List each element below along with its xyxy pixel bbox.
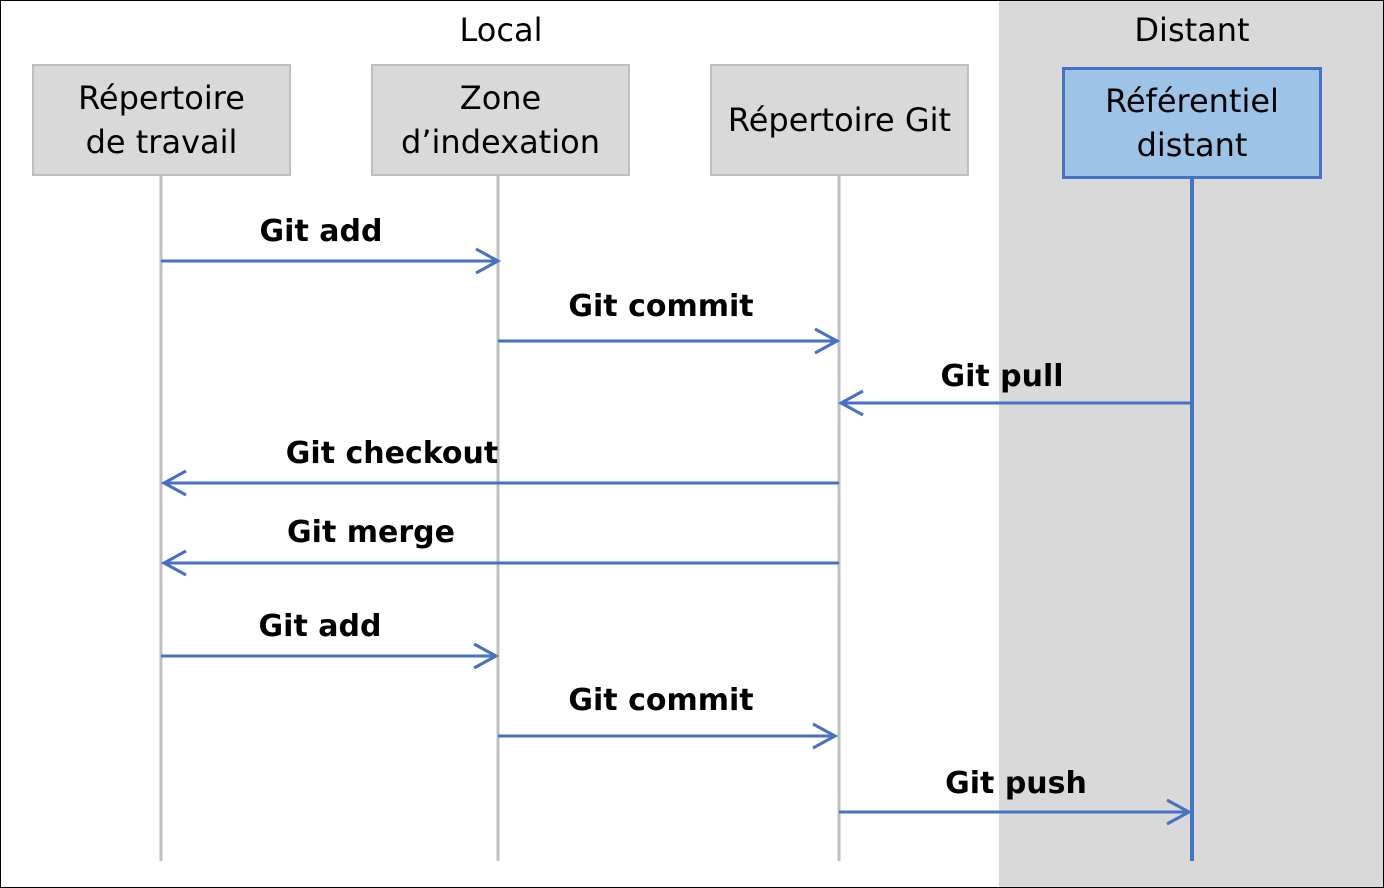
message-label: Git add: [260, 214, 383, 249]
participant-label: Référentiel distant: [1105, 82, 1279, 164]
participant-staging: Zone d’indexation: [371, 64, 630, 176]
message-label: Git merge: [287, 515, 455, 550]
message-arrow-head: [160, 549, 187, 577]
message-git-push: Git push: [839, 766, 1193, 826]
message-arrow-head: [160, 469, 187, 497]
message-label: Git add: [259, 609, 382, 644]
message-git-merge: Git merge: [160, 515, 839, 577]
participant-remote-repo: Référentiel distant: [1062, 67, 1322, 179]
message-arrow-head: [473, 642, 500, 670]
participant-working-dir: Répertoire de travail: [32, 64, 291, 176]
message-arrow-head: [837, 389, 864, 417]
participant-label: Répertoire Git: [727, 101, 952, 139]
participant-label: Répertoire de travail: [78, 79, 245, 161]
message-arrow-head: [814, 327, 841, 355]
message-git-add: Git add: [161, 214, 502, 275]
participant-git-dir: Répertoire Git: [710, 64, 969, 176]
message-label: Git checkout: [286, 436, 498, 471]
message-label: Git pull: [940, 359, 1063, 394]
message-label: Git push: [945, 766, 1087, 801]
message-label: Git commit: [568, 289, 753, 324]
remote-zone-label: Distant: [1134, 11, 1250, 49]
message-git-checkout: Git checkout: [160, 436, 839, 497]
message-git-commit: Git commit: [498, 289, 841, 355]
message-git-commit-2: Git commit: [498, 683, 839, 750]
message-arrow-head: [475, 247, 502, 275]
participant-label: Zone d’indexation: [401, 79, 600, 161]
message-arrow-head: [1166, 798, 1193, 826]
message-git-pull: Git pull: [837, 359, 1192, 417]
message-git-add-2: Git add: [161, 609, 500, 670]
message-arrow-head: [812, 722, 839, 750]
message-label: Git commit: [568, 683, 753, 718]
local-zone-label: Local: [459, 11, 543, 49]
